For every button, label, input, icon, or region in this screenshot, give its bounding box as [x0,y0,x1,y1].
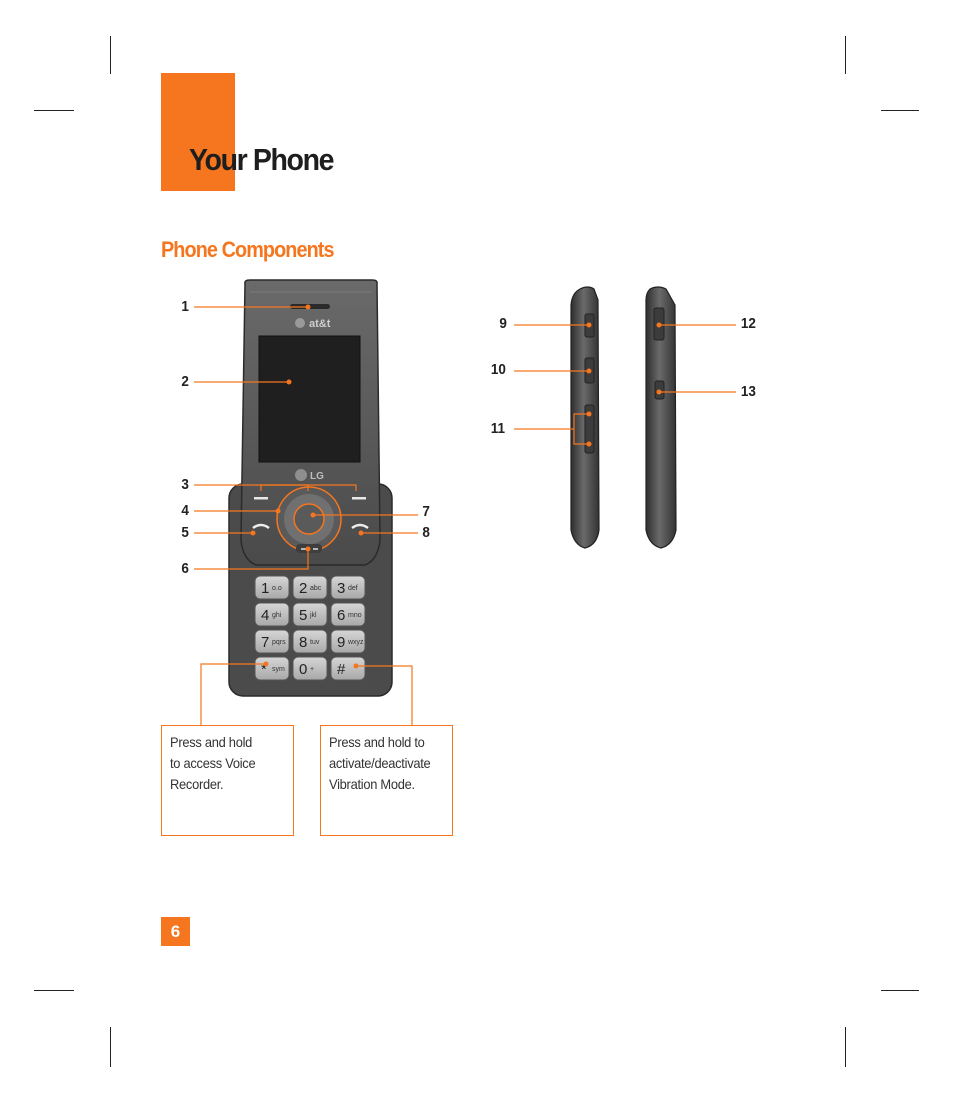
key-digit: 0 [299,661,307,678]
note-line: to access Voice [170,755,256,771]
callout-number-4: 4 [181,502,189,519]
key-digit: 7 [261,634,269,651]
note-vibration-mode: Press and hold to activate/deactivate Vi… [320,725,453,836]
screen [258,335,361,463]
key-letters: sym [272,666,285,673]
leader-dots [250,304,662,669]
key-digit: # [337,661,346,678]
crop-mark [845,1027,846,1067]
chapter-tab-block [161,73,235,191]
brand-logo-text: LG [310,471,324,482]
phone-left-side-view [570,286,600,549]
leader-lines [194,306,736,725]
callout-number-10: 10 [490,361,506,378]
key-letters: jkl [309,612,317,619]
note-voice-recorder: Press and hold to access Voice Recorder. [161,725,294,836]
crop-mark [34,990,74,991]
callout-number-8: 8 [422,524,430,541]
key-digit: 6 [337,607,345,624]
key-digit: * [261,661,267,678]
key-letters: o.o [272,585,282,592]
key-digit: 5 [299,607,307,624]
crop-mark [845,36,846,74]
ok-key [293,503,325,535]
volume-keys [584,404,595,454]
left-soft-key [254,497,268,500]
callout-number-6: 6 [181,560,189,577]
crop-mark [881,990,919,991]
callout-number-3: 3 [181,476,189,493]
note-line: Press and hold [170,734,253,750]
note-line: Vibration Mode. [329,776,415,792]
right-soft-key [352,497,366,500]
callout-number-11: 11 [490,420,506,437]
key-digit: 1 [261,580,269,597]
key-digit: 2 [299,580,307,597]
page-title: Your Phone [189,142,335,177]
phone-right-side-view [645,286,677,549]
key-letters: tuv [310,639,320,646]
key-letters: def [348,585,358,592]
carrier-logo-text: at&t [309,318,331,330]
keypad-key-hash: # [330,656,366,681]
end-key-icon [351,523,369,530]
callout-number-2: 2 [181,373,189,390]
keypad-key-star: * sym [254,656,290,681]
phone-front: at&t LG [240,279,381,566]
callout-number-1: 1 [181,298,189,315]
key-digit: 8 [299,634,307,651]
key-letters: mno [348,612,362,619]
key-letters: + [310,666,314,673]
callout-number-7: 7 [422,503,430,520]
key-digit: 3 [337,580,345,597]
send-key-icon [252,523,270,530]
keypad-key-0: 0+ [292,656,328,681]
page-number: 6 [161,917,190,946]
key-digit: 4 [261,607,269,624]
crop-mark [881,110,919,111]
crop-mark [110,36,111,74]
key-letters: abc [310,585,322,592]
key-letters: ghi [272,612,282,619]
note-line: Press and hold to [329,734,425,750]
callout-number-9: 9 [499,315,507,332]
callout-number-13: 13 [740,383,756,400]
brand-logo-icon [295,469,307,481]
note-line: Recorder. [170,776,224,792]
callout-number-12: 12 [740,315,756,332]
key-letters: pqrs [272,639,286,646]
section-heading: Phone Components [161,237,335,262]
carrier-logo-icon [295,318,305,328]
note-line: activate/deactivate [329,755,431,771]
callout-number-5: 5 [181,524,189,541]
key-digit: 9 [337,634,345,651]
crop-mark [110,1027,111,1067]
key-letters: wxyz [347,639,364,646]
crop-mark [34,110,74,111]
